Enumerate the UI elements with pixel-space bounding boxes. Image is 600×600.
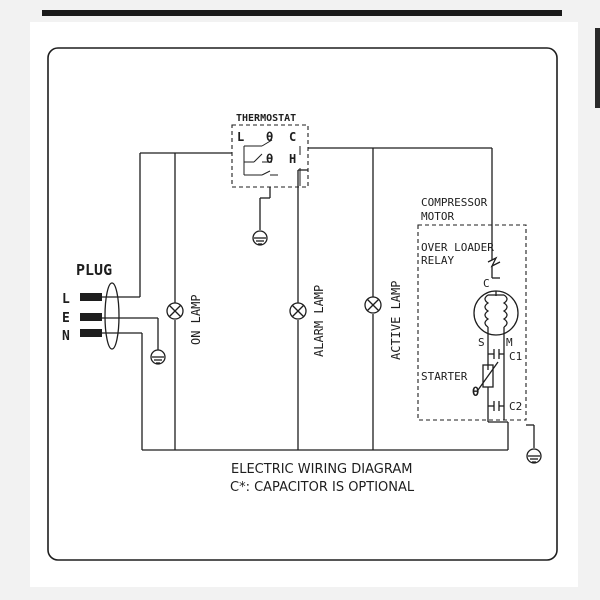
caption-note: C*: CAPACITOR IS OPTIONAL	[230, 480, 415, 495]
motor-terminal-m: M	[506, 336, 513, 349]
plug-n-label: N	[62, 329, 70, 344]
thermostat-c-label: C	[289, 130, 296, 144]
ground-icon	[526, 448, 542, 464]
caption-title: ELECTRIC WIRING DIAGRAM	[231, 462, 412, 477]
thermostat-theta-top: θ	[266, 130, 273, 144]
diagram-border	[47, 47, 558, 561]
thermostat-switch-blade	[261, 139, 273, 147]
thermostat-switch-blade	[253, 153, 263, 163]
top-strip	[42, 10, 562, 16]
overload-relay-icon	[487, 254, 501, 279]
right-edge-strip	[595, 28, 600, 108]
plug-l-label: L	[62, 292, 70, 307]
alarm-lamp-label: ALARM LAMP	[312, 285, 326, 357]
active-lamp-label: ACTIVE LAMP	[389, 281, 403, 360]
capacitor-c1-label: C1	[509, 350, 522, 363]
thermostat: THERMOSTAT L θ C θ H	[231, 113, 309, 230]
plug-pin-n	[80, 329, 102, 337]
thermostat-l-label: L	[237, 130, 244, 144]
overload-relay-line2: RELAY	[421, 254, 454, 267]
panel-background	[30, 22, 578, 587]
ground-icon	[252, 230, 268, 246]
plug-e-label: E	[62, 311, 70, 326]
plug-cable-sheath	[104, 282, 120, 350]
compressor-title-line1: COMPRESSOR	[421, 196, 488, 209]
lamp-icon	[166, 302, 184, 320]
active-lamp: ACTIVE LAMP	[364, 281, 403, 360]
thermostat-switch-blade	[261, 170, 271, 176]
motor-terminal-c: C	[483, 277, 490, 290]
capacitor-c2-label: C2	[509, 400, 522, 413]
on-lamp: ON LAMP	[166, 294, 203, 345]
capacitor-c1-icon	[488, 349, 504, 359]
lamp-icon	[364, 296, 382, 314]
alarm-lamp: ALARM LAMP	[289, 285, 326, 357]
compressor-motor: COMPRESSOR MOTOR OVER LOADER RELAY C S M	[417, 196, 535, 450]
thermostat-title: THERMOSTAT	[236, 113, 296, 124]
plug-pin-e	[80, 313, 102, 321]
thermostat-theta-bottom: θ	[266, 152, 273, 166]
starter-label: STARTER	[421, 370, 468, 383]
plug-pin-l	[80, 293, 102, 301]
ground-icon	[150, 349, 166, 365]
lamp-icon	[289, 302, 307, 320]
plug: PLUG L E N	[62, 261, 120, 350]
on-lamp-label: ON LAMP	[189, 294, 203, 345]
starter-ptc-icon	[477, 361, 499, 412]
motor-icon	[473, 290, 519, 336]
motor-terminal-s: S	[478, 336, 485, 349]
capacitor-c2-icon	[488, 401, 504, 411]
overload-relay-line1: OVER LOADER	[421, 241, 494, 254]
starter-theta: θ	[472, 385, 479, 399]
compressor-box	[417, 224, 527, 421]
compressor-title-line2: MOTOR	[421, 210, 454, 223]
thermostat-h-label: H	[289, 152, 296, 166]
plug-title: PLUG	[76, 261, 112, 279]
